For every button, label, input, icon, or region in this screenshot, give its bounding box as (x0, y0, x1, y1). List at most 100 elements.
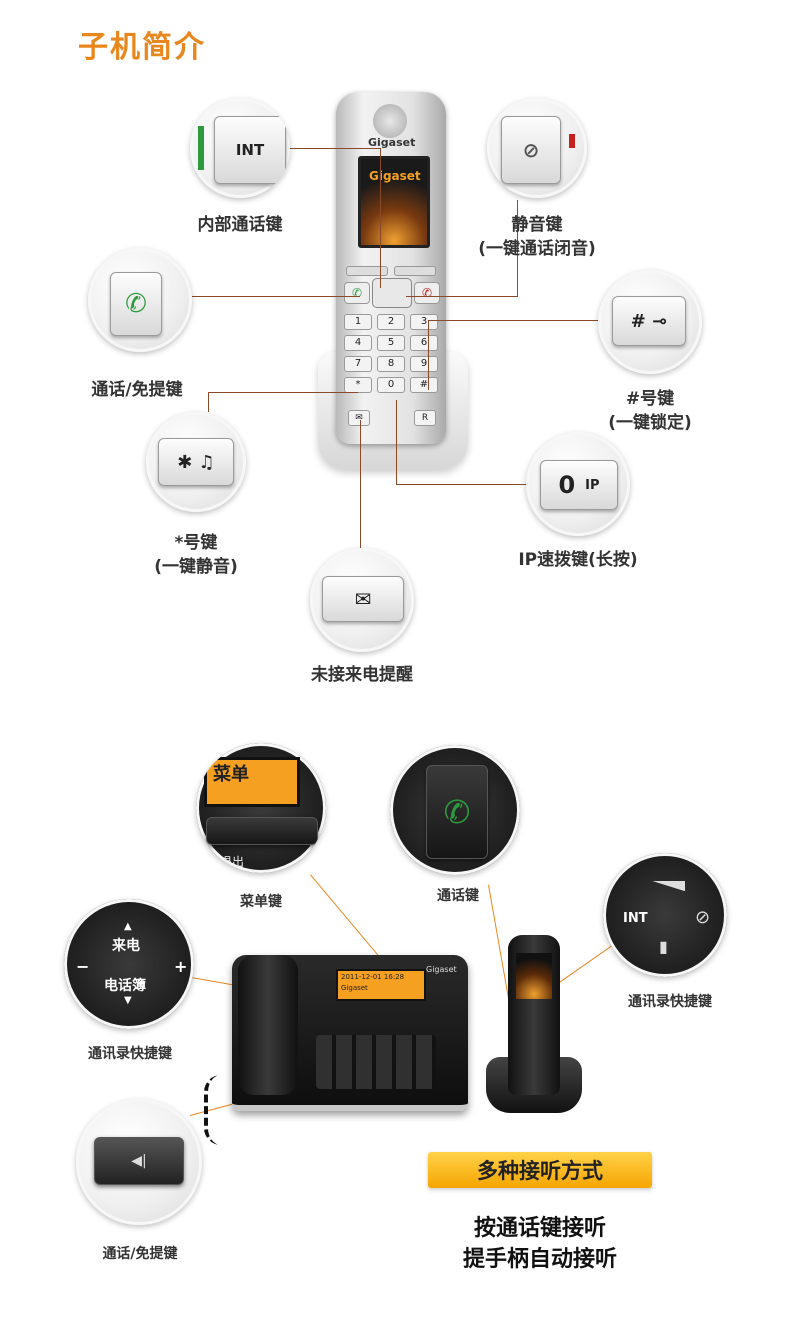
handset-intro-section: 子机简介 Gigaset Gigaset ✆ ✆ 1 2 3 4 5 6 7 8… (78, 30, 702, 685)
talk-key-label: 通话/免提键 (91, 380, 183, 400)
connector-line (428, 320, 429, 390)
green-edge (198, 126, 204, 170)
menu-screen: 菜单 (204, 757, 300, 807)
contacts-right-label: 通讯录快捷键 (628, 994, 712, 1010)
hash-key-zoom: # ⊸ (598, 270, 702, 374)
hash-key-label: #号键 (625, 389, 675, 409)
handset-body: Gigaset Gigaset ✆ ✆ 1 2 3 4 5 6 7 8 9 * … (336, 92, 446, 444)
ip-key-zoom: 0 IP (526, 432, 630, 536)
signal-icon (653, 881, 685, 891)
talk-key-zoom: ✆ (88, 248, 192, 352)
nav-key[interactable] (372, 278, 412, 308)
display-line-2: Gigaset (341, 984, 368, 992)
message-key-small[interactable]: ✉ (348, 410, 370, 426)
message-key-zoom: ✉ (310, 548, 414, 652)
connector-line (190, 296, 360, 297)
cordless-screen (516, 953, 552, 999)
connector-line (406, 296, 518, 297)
connector-line (360, 420, 361, 552)
talk-key-dark-zoom: ✆ (390, 745, 520, 875)
minus-button[interactable]: − (76, 957, 90, 976)
up-arrow-icon[interactable]: ▲ (124, 921, 132, 932)
phonebook-text: 电话簿 (104, 978, 146, 994)
display-line-1: 2011-12-01 16:28 (341, 973, 405, 981)
int-key-zoom: INT (190, 98, 290, 198)
handset-brand: Gigaset (368, 136, 416, 149)
keypad-key[interactable]: 6 (410, 335, 438, 351)
star-key[interactable]: ✱ ♫ (158, 438, 234, 486)
end-key[interactable]: ✆ (414, 282, 440, 304)
handset-receiver[interactable] (238, 955, 298, 1095)
message-key[interactable]: ✉ (322, 576, 404, 622)
contacts-left-label: 通讯录快捷键 (88, 1046, 172, 1062)
connector-line (208, 392, 209, 412)
talk-key-large[interactable]: ✆ (110, 272, 162, 336)
message-key-label: 未接来电提醒 (311, 665, 413, 685)
keypad-key[interactable]: * (344, 377, 372, 393)
handset-screen: Gigaset (358, 156, 430, 248)
recall-key[interactable]: R (414, 410, 436, 426)
connector-line (396, 400, 397, 484)
connector-line (208, 392, 358, 393)
star-key-zoom: ✱ ♫ (146, 412, 246, 512)
mute-key-label: 静音键 (511, 215, 563, 235)
down-arrow-icon[interactable]: ▼ (124, 995, 132, 1006)
red-edge (569, 134, 575, 148)
answer-methods-banner: 多种接听方式 (428, 1152, 652, 1188)
menu-key-zoom: 菜单 退出 (196, 743, 326, 873)
keypad-key[interactable]: 2 (377, 314, 405, 330)
base-brand: Gigaset (426, 965, 457, 974)
int-key-label: 内部通话键 (197, 215, 283, 235)
ip-key[interactable]: 0 IP (540, 460, 618, 510)
int-text-dark: INT (623, 911, 648, 926)
keypad-key[interactable]: 0 (377, 377, 405, 393)
keypad-key[interactable]: 9 (410, 356, 438, 372)
menu-key[interactable] (206, 817, 318, 845)
soft-key-left[interactable] (346, 266, 388, 276)
keypad-key[interactable]: 4 (344, 335, 372, 351)
keypad-key[interactable]: 3 (410, 314, 438, 330)
keypad-key[interactable]: 1 (344, 314, 372, 330)
hash-key[interactable]: # ⊸ (612, 296, 686, 346)
talk-key-dark-label: 通话键 (437, 888, 479, 904)
answer-method-2: 提手柄自动接听 (462, 1247, 617, 1272)
talk-key[interactable]: ✆ (344, 282, 370, 304)
menu-exit-text: 退出 (220, 855, 245, 869)
hash-key-sublabel: (一键锁定) (608, 413, 692, 433)
connector-line (380, 148, 381, 288)
contacts-right-zoom: INT ⊘ ▮ (603, 853, 727, 977)
mute-key[interactable]: ⊘ (501, 116, 561, 184)
cordless-handset (508, 935, 560, 1095)
speaker-key[interactable]: ◀| (94, 1137, 184, 1185)
base-display: 2011-12-01 16:28 Gigaset (336, 969, 426, 1001)
connector-line (396, 484, 528, 485)
soft-key-right[interactable] (394, 266, 436, 276)
answer-method-1: 按通话键接听 (473, 1216, 606, 1241)
base-keypad (316, 1035, 436, 1089)
mute-key-sublabel: (一键通话闭音) (478, 239, 596, 259)
incoming-text: 来电 (112, 938, 140, 954)
contacts-left-zoom: ▲ 来电 − + 电话簿 ▼ (64, 899, 194, 1029)
keypad-key[interactable]: 7 (344, 356, 372, 372)
speaker-key-label: 通话/免提键 (102, 1246, 178, 1262)
book-icon: ▮ (659, 937, 668, 956)
mute-icon-dark: ⊘ (695, 907, 711, 928)
connector-line (428, 320, 603, 321)
screen-brand: Gigaset (369, 169, 421, 183)
section-title: 子机简介 (78, 30, 206, 65)
plus-button[interactable]: + (174, 957, 188, 976)
keypad-grid: 1 2 3 4 5 6 7 8 9 * 0 # (344, 314, 438, 393)
keypad-key[interactable]: 5 (377, 335, 405, 351)
keypad-key[interactable]: # (410, 377, 438, 393)
int-key[interactable]: INT (214, 116, 286, 184)
menu-key-label: 菜单键 (240, 894, 282, 910)
phone-cord (204, 1075, 238, 1145)
earpiece (373, 104, 407, 138)
connector-line (288, 148, 380, 149)
mute-key-zoom: ⊘ (487, 98, 587, 198)
star-key-label: *号键 (174, 533, 218, 553)
talk-key-dark[interactable]: ✆ (426, 765, 488, 859)
desk-phone: 2011-12-01 16:28 Gigaset Gigaset (232, 955, 468, 1111)
keypad-key[interactable]: 8 (377, 356, 405, 372)
base-station-section: 2011-12-01 16:28 Gigaset Gigaset 菜单 退出 菜… (0, 735, 790, 1321)
